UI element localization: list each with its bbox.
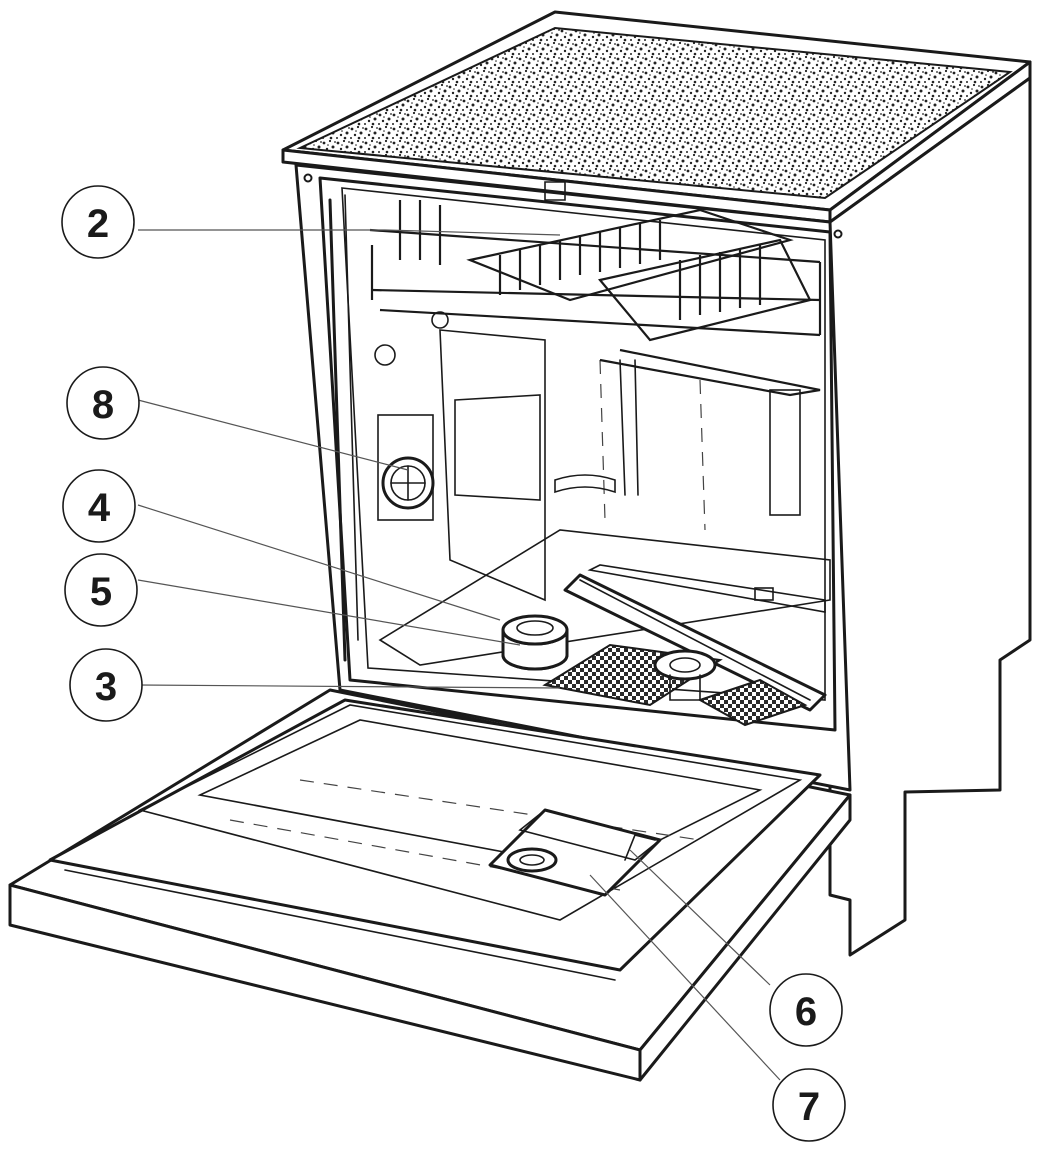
cabinet-side-panel	[828, 76, 1032, 957]
spray-arm	[563, 564, 827, 712]
callout-4: 4	[62, 469, 136, 543]
leader-lines	[137, 229, 781, 1081]
svg-text:7: 7	[798, 1085, 820, 1129]
callout-7: 7	[772, 1068, 846, 1142]
callout-6: 6	[769, 973, 843, 1047]
svg-text:3: 3	[95, 665, 117, 709]
svg-text:5: 5	[90, 570, 112, 614]
filter-system	[542, 643, 808, 727]
callout-8: 8	[66, 366, 140, 440]
svg-text:4: 4	[88, 486, 111, 530]
open-door	[8, 688, 852, 1082]
floor-dispenser-cap	[501, 614, 569, 671]
upper-basket	[369, 200, 822, 397]
svg-text:8: 8	[92, 383, 114, 427]
svg-text:6: 6	[795, 990, 817, 1034]
detergent-dispenser	[488, 808, 662, 897]
worktop	[281, 10, 1032, 224]
callout-3: 3	[69, 648, 143, 722]
salt-container-cap	[377, 414, 435, 521]
tub-interior	[378, 329, 831, 666]
callout-5: 5	[64, 553, 138, 627]
svg-text:2: 2	[87, 202, 109, 246]
callout-2: 2	[61, 185, 135, 259]
cabinet-front-frame	[294, 163, 852, 792]
door-frame-edges	[328, 194, 359, 662]
